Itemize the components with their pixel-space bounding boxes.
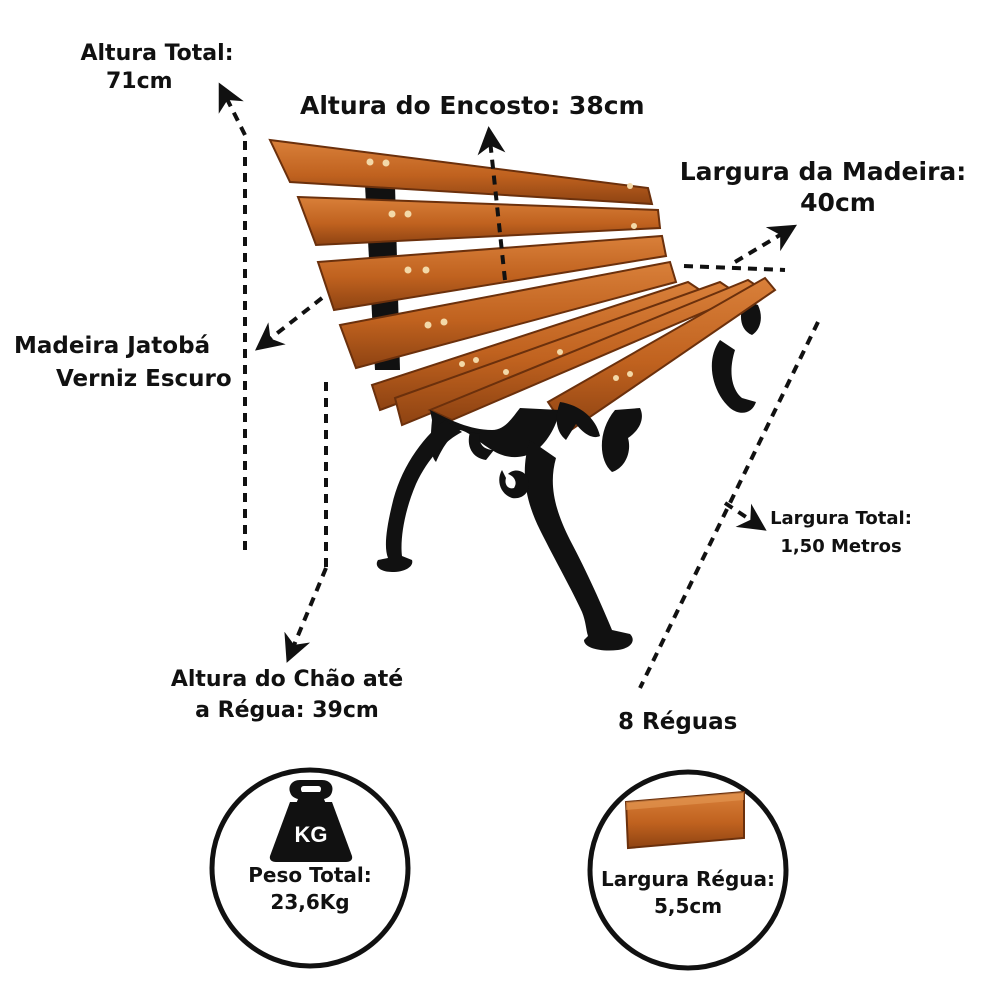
seat-slats — [370, 276, 777, 434]
backrest-slat — [268, 138, 654, 206]
label-largura-madeira: Largura da Madeira: 40cm — [679, 157, 967, 218]
backrest-slat — [296, 195, 662, 247]
dim-arrow-madeira — [254, 296, 324, 351]
wood-slat-icon — [624, 790, 745, 850]
slat-badge-text: Largura Régua: 5,5cm — [601, 867, 775, 918]
weight-badge-text: Peso Total: 23,6Kg — [248, 863, 372, 914]
dim-arrow-altura-total — [218, 82, 247, 136]
label-madeira: Madeira Jatobá Verniz Escuro — [14, 333, 232, 393]
dim-arrow-largura-madeira — [733, 224, 798, 264]
label-altura-chao: Altura do Chão até a Régua: 39cm — [170, 667, 404, 723]
weight-kg-icon — [269, 780, 353, 862]
backrest-slat — [316, 234, 668, 312]
dim-line-altura-encosto — [477, 126, 507, 281]
slat-screws — [366, 158, 637, 329]
dim-arrow-largura-total — [723, 501, 767, 531]
dimension-lines — [218, 82, 820, 689]
iron-frame-front — [376, 402, 633, 651]
dim-line-largura-total — [638, 321, 820, 689]
weight-icon-text: KG — [295, 822, 328, 847]
dim-line-largura-madeira — [683, 264, 786, 272]
backrest-slats — [268, 138, 678, 370]
label-largura-total: Largura Total: 1,50 Metros — [770, 508, 912, 557]
label-altura-total: Altura Total: 71cm — [80, 41, 234, 94]
backrest-slat — [338, 260, 678, 370]
label-reguas: 8 Réguas — [618, 709, 738, 735]
dim-arrow-altura-chao — [284, 567, 328, 663]
seat-screws — [459, 349, 633, 381]
label-altura-encosto: Altura do Encosto: 38cm — [300, 91, 645, 120]
weight-badge-circle — [209, 767, 411, 969]
